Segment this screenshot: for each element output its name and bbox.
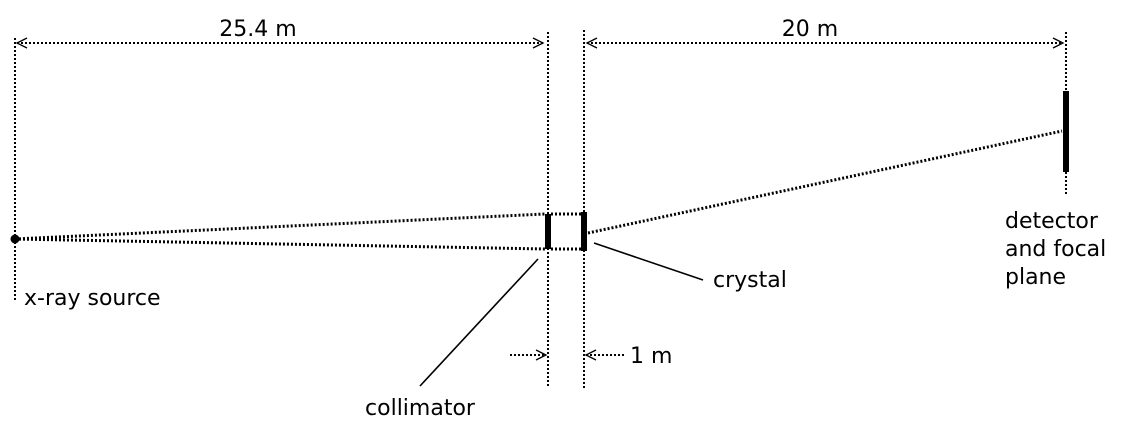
dimension-collimator-to-crystal	[510, 349, 626, 361]
beam-lower-edge	[14, 237, 546, 251]
collimator-leader-line	[419, 258, 539, 387]
beam-upper-edge	[14, 212, 546, 241]
dimension-label-20m: 20 m	[782, 17, 838, 42]
detector-label-line1: detector	[1005, 209, 1099, 234]
crystal-label: crystal	[713, 268, 787, 293]
collimator-label: collimator	[365, 396, 476, 421]
x-ray-source-label: x-ray source	[24, 286, 161, 311]
detector-label-line3: plane	[1005, 265, 1066, 290]
dimension-label-1m: 1 m	[630, 344, 672, 369]
detector-label-line2: and focal	[1005, 237, 1106, 262]
crystal-leader-line	[593, 242, 704, 281]
dimension-crystal-to-detector	[585, 37, 1065, 49]
diffracted-beam	[587, 129, 1063, 235]
dimension-source-to-collimator	[15, 37, 545, 49]
dimension-label-25-4m: 25.4 m	[219, 17, 296, 42]
